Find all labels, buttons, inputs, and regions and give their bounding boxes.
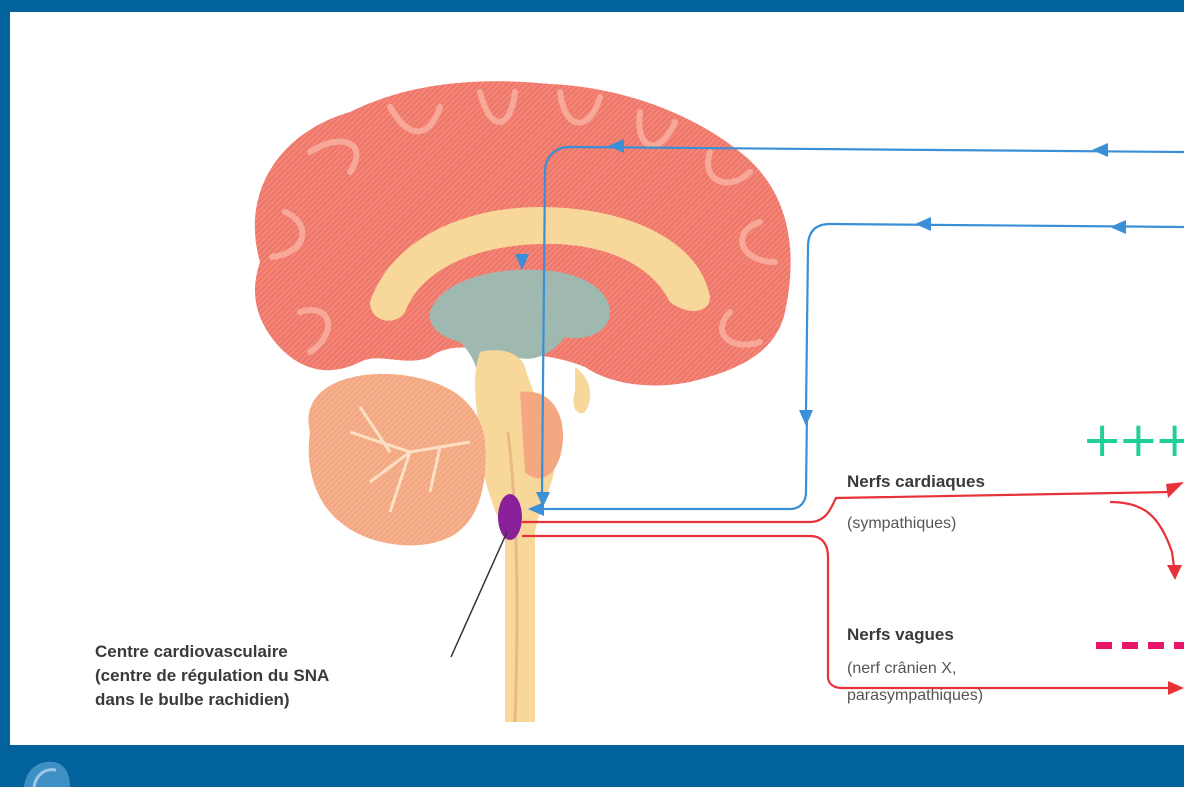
arrowhead-cardiac-branch — [1167, 565, 1182, 580]
vagus-nerves-title: Nerfs vagues — [847, 625, 954, 646]
slide-content: +++ Centre cardiovasculaire (centre de r… — [10, 12, 1184, 745]
arrowhead-vagus — [1168, 681, 1184, 695]
pituitary — [573, 367, 590, 413]
center-label-line-3: dans le bulbe rachidien) — [95, 688, 495, 712]
vagus-subtitle-line-1: (nerf crânien X, — [847, 655, 1107, 682]
center-pointer-line — [451, 532, 507, 657]
cardiac-nerves-title: Nerfs cardiaques — [847, 472, 985, 493]
arrowhead-lower-mid — [915, 217, 931, 231]
arrowhead-upper-right — [1092, 143, 1108, 157]
vagus-nerves-subtitle: (nerf crânien X, parasympathiques) — [847, 655, 1107, 709]
brain-illustration — [255, 81, 791, 722]
cardiac-nerve-branch — [1110, 502, 1174, 567]
afferent-path-lower — [806, 224, 1184, 412]
efferent-arrowheads — [1166, 482, 1184, 695]
diagram-canvas — [10, 12, 1184, 745]
arrowhead-lower-right — [1110, 220, 1126, 234]
vagus-subtitle-line-2: parasympathiques) — [847, 682, 1107, 709]
cardiac-nerve-path — [522, 492, 1170, 522]
cardiovascular-center — [498, 494, 522, 540]
arrowhead-lower-down — [799, 410, 813, 426]
excitation-plus-signs: +++ — [1082, 416, 1184, 464]
inhibition-dashes — [1096, 642, 1184, 649]
center-label-line-2: (centre de régulation du SNA — [95, 664, 495, 688]
presentation-logo-icon — [20, 756, 74, 787]
afferent-path-return — [530, 414, 807, 509]
cardiovascular-center-label: Centre cardiovasculaire (centre de régul… — [95, 640, 495, 712]
center-label-line-1: Centre cardiovasculaire — [95, 640, 495, 664]
arrowhead-cardiac — [1166, 482, 1184, 498]
cardiac-nerves-subtitle: (sympathiques) — [847, 514, 956, 534]
